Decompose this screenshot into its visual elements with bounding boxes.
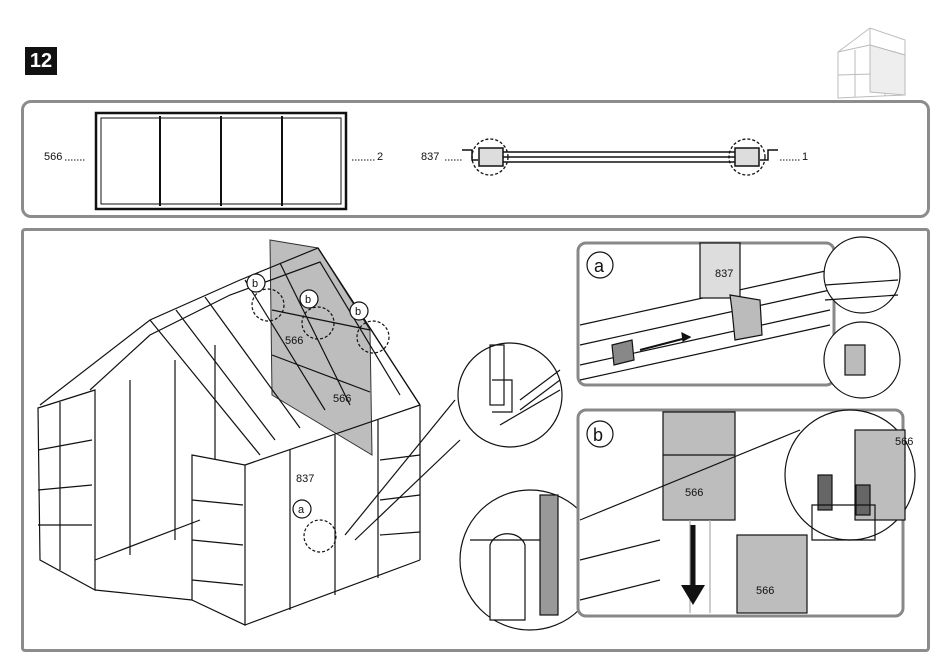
detail-b-box: b 566 566 566 bbox=[578, 410, 915, 616]
detail-b-tag: b bbox=[593, 425, 603, 445]
callout-b-1: b bbox=[252, 278, 258, 290]
detail-a-label-837: 837 bbox=[715, 268, 733, 280]
detail-b-label-566-upper: 566 bbox=[685, 487, 703, 499]
label-837: 837 bbox=[296, 473, 314, 485]
callout-b-3: b bbox=[355, 306, 361, 318]
label-566-mid: 566 bbox=[333, 393, 351, 405]
detail-a-tag: a bbox=[594, 256, 605, 276]
callout-a: a bbox=[298, 504, 305, 516]
detail-b-label-566-lower: 566 bbox=[756, 585, 774, 597]
detail-a-box: a 837 bbox=[578, 237, 900, 398]
label-566-top: 566 bbox=[285, 335, 303, 347]
connector-detail-circle bbox=[458, 343, 562, 447]
detail-b-label-566-zoom: 566 bbox=[895, 436, 913, 448]
callout-b-2: b bbox=[305, 294, 311, 306]
